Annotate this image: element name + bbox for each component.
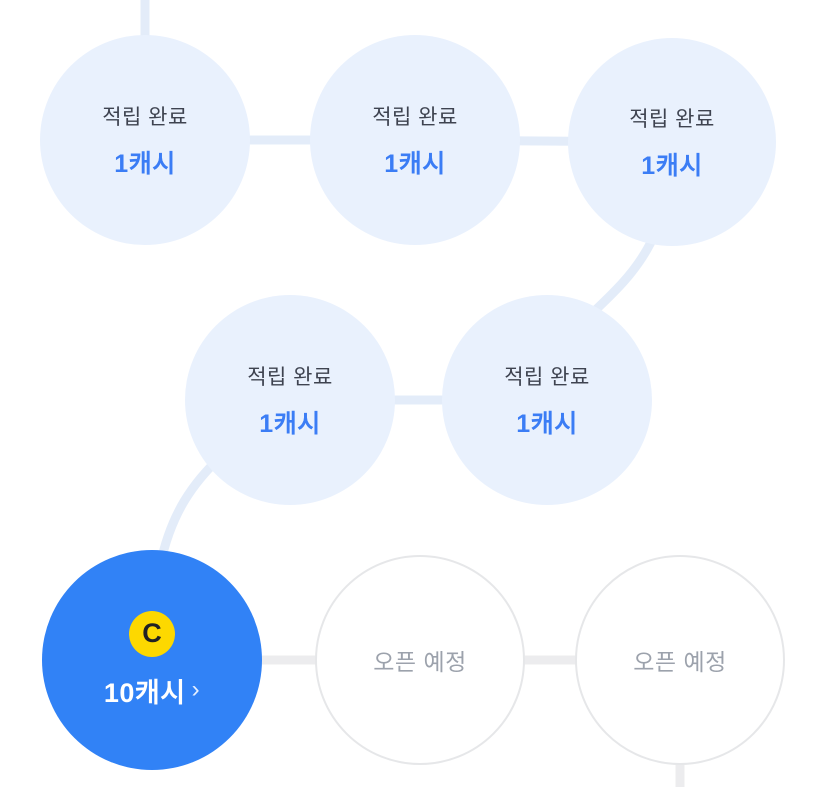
amount-text: 10캐시 bbox=[103, 677, 186, 708]
reward-node-completed[interactable]: 적립 완료 1캐시 bbox=[40, 35, 250, 245]
node-status-label: 적립 완료 bbox=[504, 365, 590, 389]
coin-letter: C bbox=[142, 618, 162, 648]
reward-node-current[interactable]: C 10캐시 › bbox=[42, 550, 262, 770]
node-amount: 1캐시 bbox=[641, 151, 703, 180]
reward-node-completed[interactable]: 적립 완료 1캐시 bbox=[442, 295, 652, 505]
node-status-label: 적립 완료 bbox=[102, 105, 188, 129]
node-status-label: 오픈 예정 bbox=[633, 649, 727, 675]
reward-node-upcoming: 오픈 예정 bbox=[575, 555, 785, 765]
node-amount: 1캐시 bbox=[384, 149, 446, 178]
cash-coin-icon: C bbox=[129, 610, 175, 657]
node-amount: 1캐시 bbox=[259, 409, 321, 438]
reward-node-completed[interactable]: 적립 완료 1캐시 bbox=[185, 295, 395, 505]
reward-node-upcoming: 오픈 예정 bbox=[315, 555, 525, 765]
node-amount: 1캐시 bbox=[516, 409, 578, 438]
node-amount: 1캐시 bbox=[114, 149, 176, 178]
node-status-label: 적립 완료 bbox=[629, 107, 715, 131]
current-node-amount: 10캐시 › bbox=[104, 671, 200, 710]
reward-node-completed[interactable]: 적립 완료 1캐시 bbox=[568, 38, 776, 246]
node-status-label: 오픈 예정 bbox=[373, 649, 467, 675]
chevron-right-icon: › bbox=[191, 676, 201, 703]
node-status-label: 적립 완료 bbox=[372, 105, 458, 129]
reward-node-completed[interactable]: 적립 완료 1캐시 bbox=[310, 35, 520, 245]
node-status-label: 적립 완료 bbox=[247, 365, 333, 389]
